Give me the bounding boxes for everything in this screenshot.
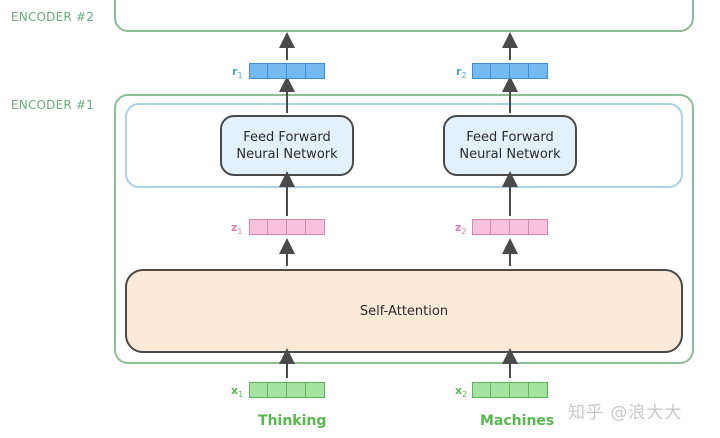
encoder-2-box bbox=[114, 0, 694, 32]
r2-vector bbox=[472, 63, 548, 79]
r1-label: r1 bbox=[232, 65, 243, 81]
self-attention-label: Self-Attention bbox=[359, 303, 449, 319]
ffn-box-2: Feed Forward Neural Network bbox=[443, 115, 577, 176]
ffn-2-line-1: Feed Forward bbox=[466, 129, 554, 145]
z2-vector bbox=[472, 219, 548, 235]
ffn-box-1: Feed Forward Neural Network bbox=[220, 115, 354, 176]
ffn-1-line-1: Feed Forward bbox=[243, 129, 331, 145]
ffn-layer-container bbox=[125, 103, 683, 188]
z1-label: z1 bbox=[231, 221, 243, 237]
word-thinking: Thinking bbox=[258, 413, 327, 429]
self-attention-block: Self-Attention bbox=[125, 269, 683, 353]
x2-label: x2 bbox=[455, 384, 468, 400]
x1-label: x1 bbox=[231, 384, 244, 400]
word-machines: Machines bbox=[480, 413, 555, 429]
encoder-1-label: ENCODER #1 bbox=[11, 98, 95, 112]
x2-vector bbox=[472, 382, 548, 398]
r2-label: r2 bbox=[456, 65, 467, 81]
ffn-2-line-2: Neural Network bbox=[459, 146, 561, 162]
encoder-1-box bbox=[114, 94, 694, 364]
ffn-1-line-2: Neural Network bbox=[236, 146, 338, 162]
z2-label: z2 bbox=[455, 221, 467, 237]
encoder-2-label: ENCODER #2 bbox=[11, 10, 95, 24]
watermark-text: 知乎 @浪大大 bbox=[568, 403, 683, 423]
x1-vector bbox=[249, 382, 325, 398]
z1-vector bbox=[249, 219, 325, 235]
r1-vector bbox=[249, 63, 325, 79]
